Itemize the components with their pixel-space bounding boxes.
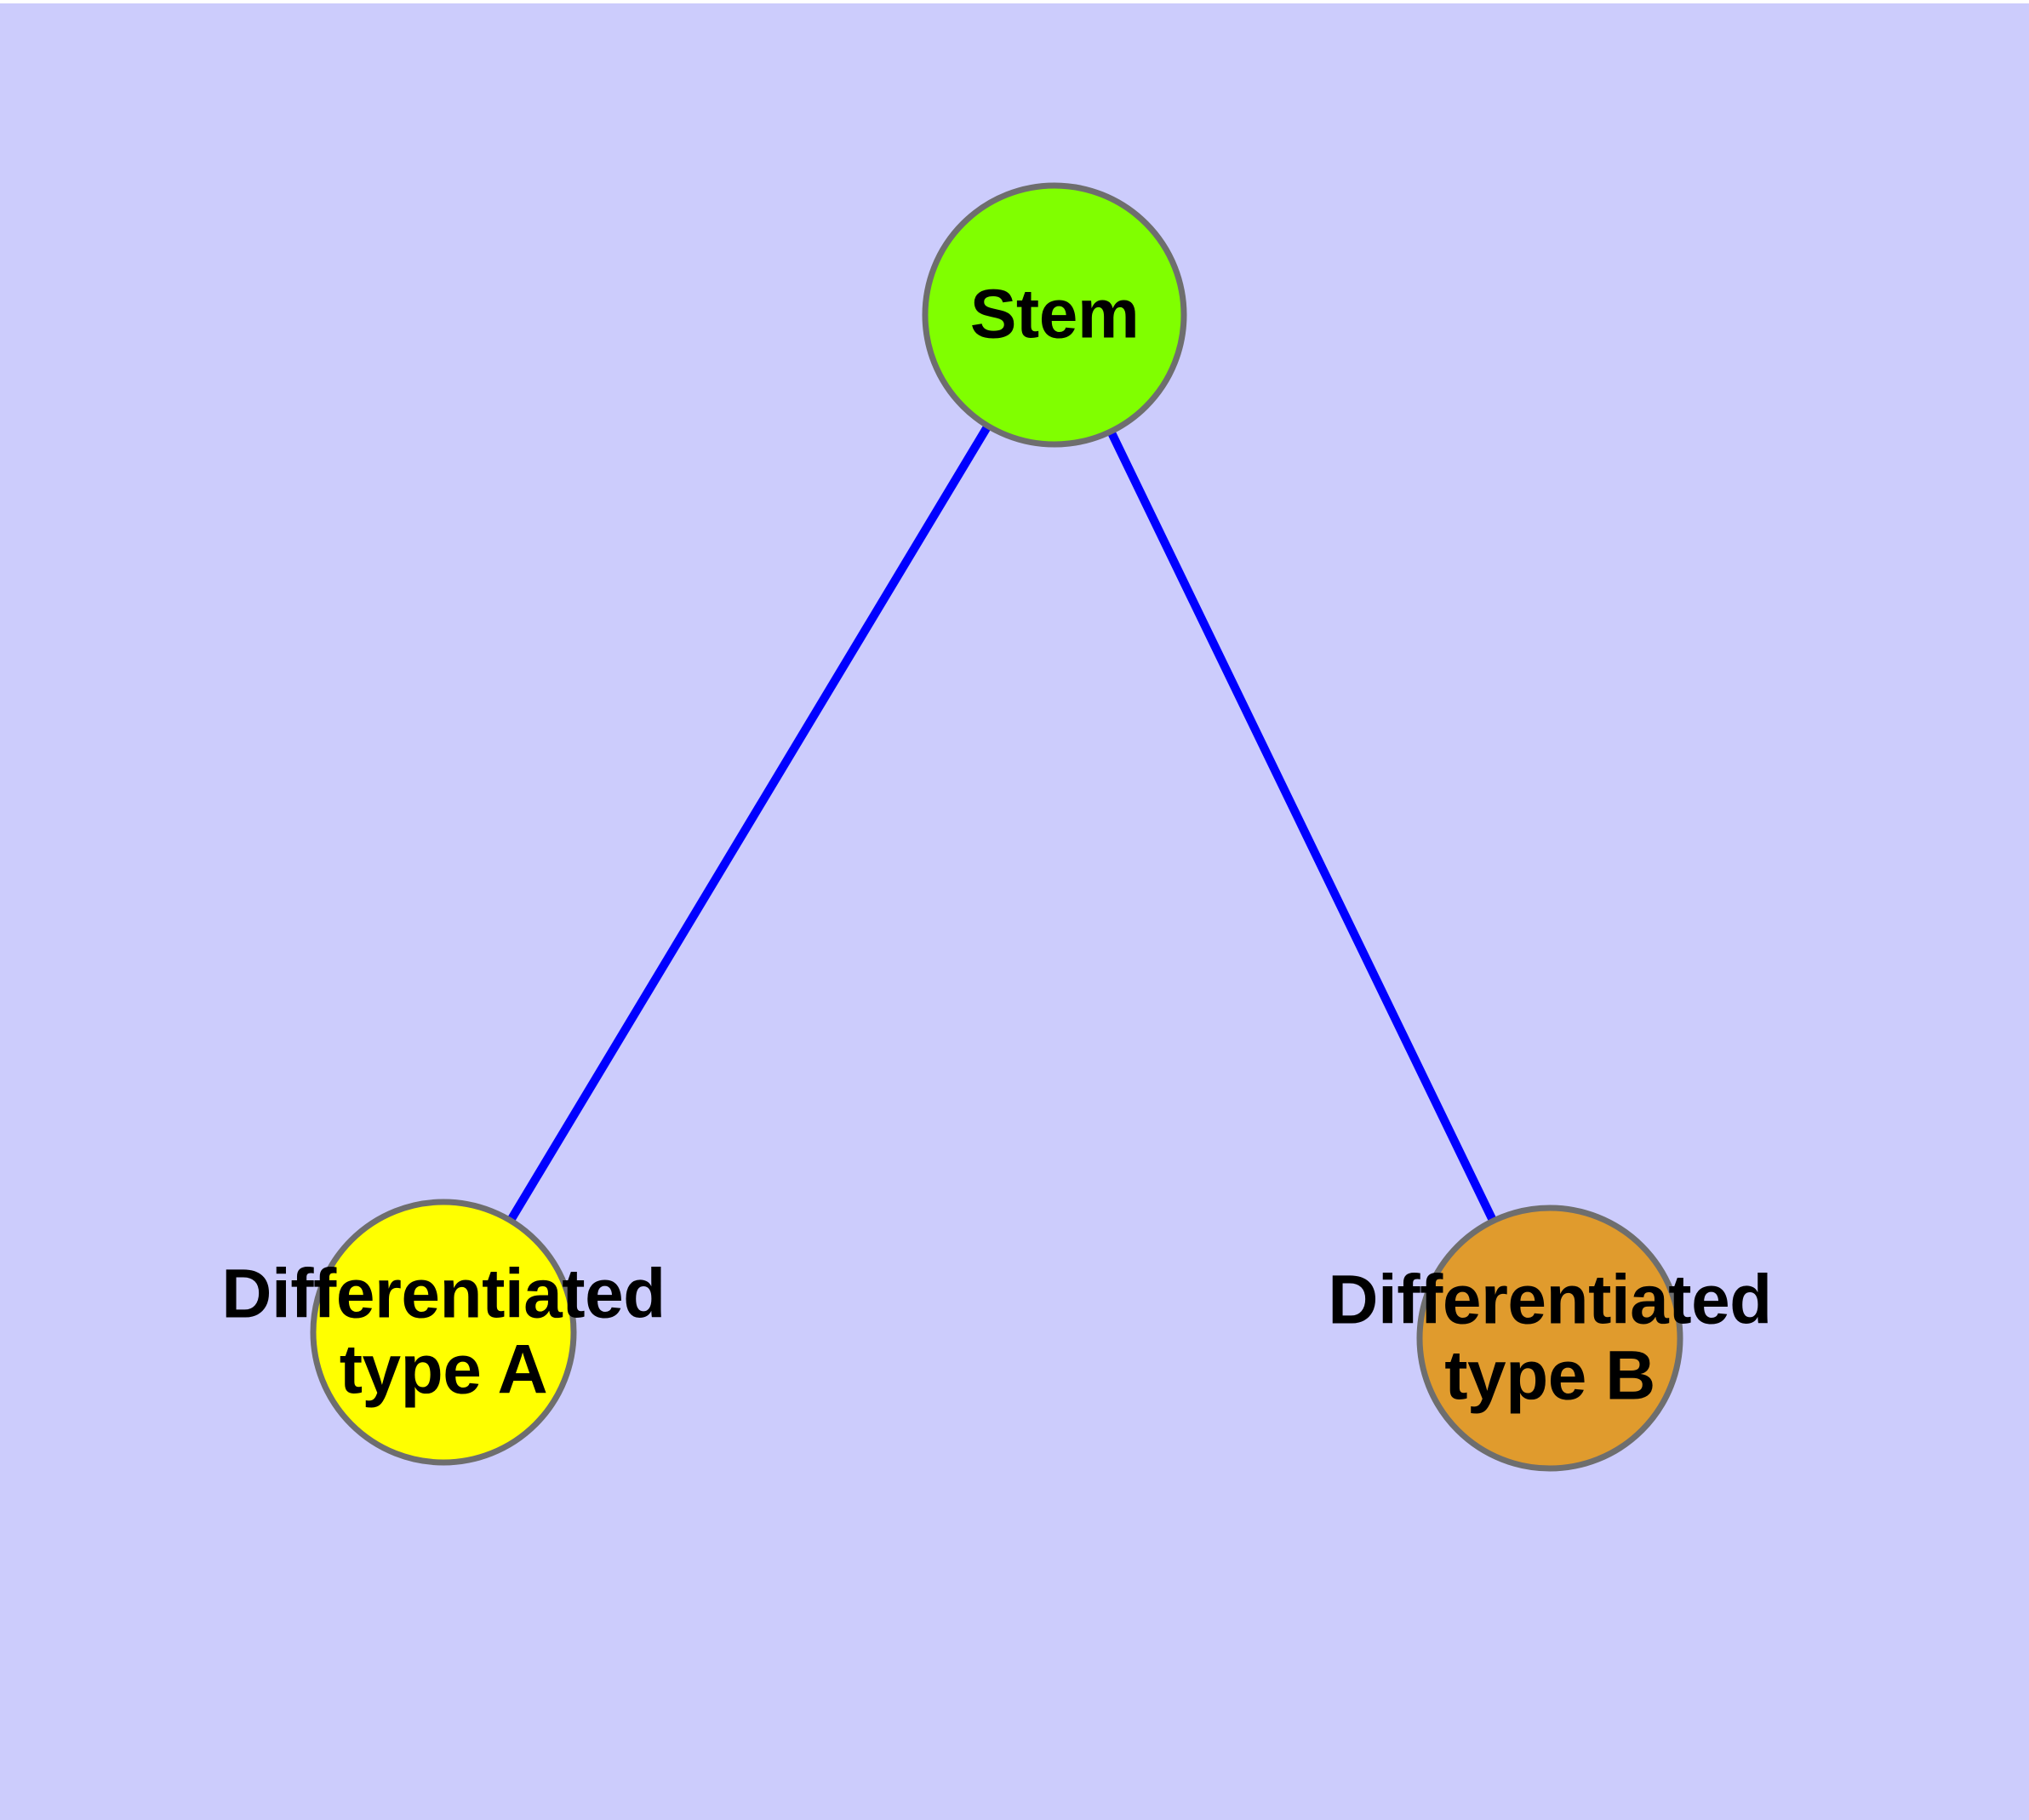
node-stem[interactable] [922,182,1187,448]
edge-stem-diff-b[interactable] [1050,312,1554,1341]
edges-layer [439,312,1554,1341]
edge-stem-diff-a[interactable] [439,312,1059,1335]
node-diff_a[interactable] [310,1199,577,1466]
nodes-layer [310,182,1683,1472]
node-diff_b[interactable] [1416,1205,1683,1472]
